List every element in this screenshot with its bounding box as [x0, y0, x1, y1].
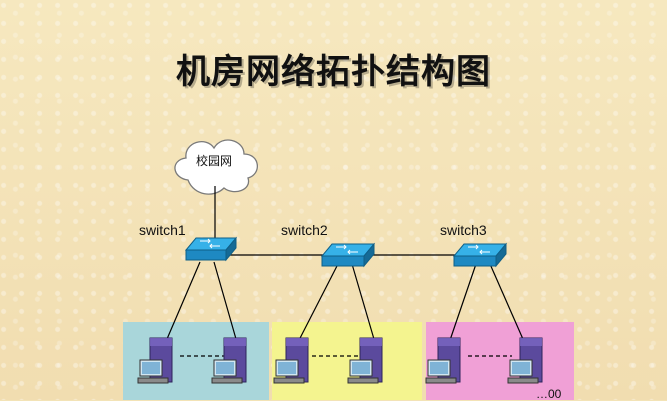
- switch1-label: switch1: [139, 222, 186, 238]
- bottom-right-partial-text: …00: [536, 387, 562, 401]
- computer-icon: [507, 337, 543, 384]
- page-title: 机房网络拓扑结构图: [176, 52, 491, 92]
- network-links: [163, 186, 527, 357]
- campus-network-cloud: [174, 139, 258, 195]
- computer-icon: [273, 337, 309, 384]
- computer-icon: [211, 337, 247, 384]
- switch3-label: switch3: [440, 222, 487, 238]
- switch3-icon: [452, 242, 508, 268]
- computer-icons: [137, 337, 543, 384]
- switch2-icon: [320, 242, 376, 268]
- switch2-label: switch2: [281, 222, 328, 238]
- computer-icon: [425, 337, 461, 384]
- cloud-label: 校园网: [196, 154, 233, 168]
- switch1-icon: [184, 236, 238, 262]
- computer-icon: [137, 337, 173, 384]
- computer-icon: [347, 337, 383, 384]
